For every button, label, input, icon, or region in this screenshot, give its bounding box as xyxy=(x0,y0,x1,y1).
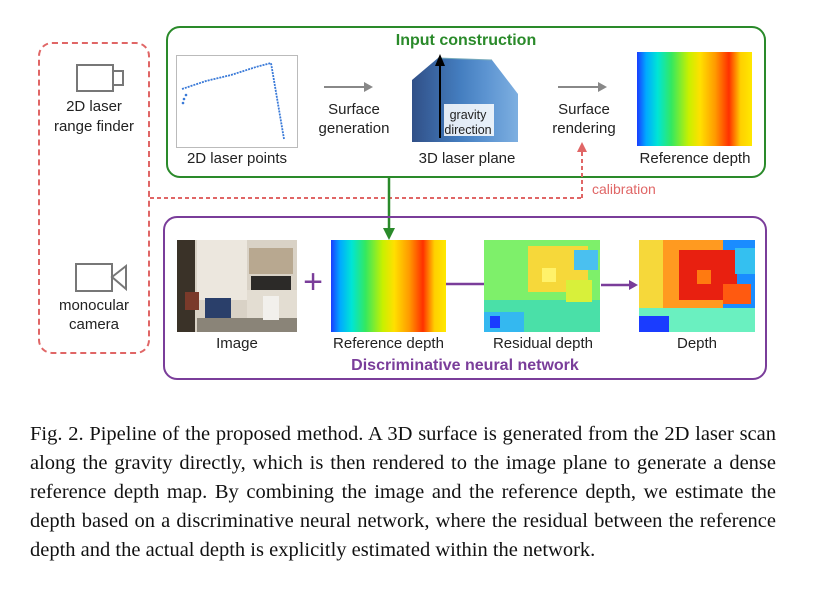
laser-plane-plot xyxy=(412,54,518,142)
image-label: Image xyxy=(216,335,258,352)
camera-label-1: monocular xyxy=(58,297,130,314)
sensor-group-box xyxy=(38,42,150,354)
surface-rendering-label-2: rendering xyxy=(552,120,616,137)
reference-depth-label-top: Reference depth xyxy=(639,150,751,167)
depth-map xyxy=(639,240,755,332)
plus-sign: + xyxy=(303,263,323,301)
gravity-label-2: direction xyxy=(444,123,492,137)
surface-generation-label-1: Surface xyxy=(328,101,380,118)
camera-label-2: camera xyxy=(68,316,120,333)
calibration-label: calibration xyxy=(592,181,656,197)
surface-rendering-arrow xyxy=(558,82,607,92)
camera-icon xyxy=(75,263,127,292)
figure-caption: Fig. 2. Pipeline of the proposed method.… xyxy=(30,423,776,561)
depth-label: Depth xyxy=(676,335,718,352)
reference-depth-map-top xyxy=(637,52,752,146)
laser-label-2: range finder xyxy=(53,118,135,135)
surface-rendering-label-1: Surface xyxy=(558,101,610,118)
reference-depth-label-bottom: Reference depth xyxy=(333,335,444,352)
laser-points-label: 2D laser points xyxy=(186,150,288,167)
residual-depth-map xyxy=(484,240,600,332)
network-box xyxy=(163,216,767,380)
laser-range-finder-icon xyxy=(76,64,124,92)
residual-depth-label: Residual depth xyxy=(492,335,594,352)
laser-label-1: 2D laser xyxy=(66,98,122,115)
connector-lines xyxy=(150,142,587,240)
surface-generation-label-2: generation xyxy=(318,120,390,137)
residual-connector xyxy=(446,282,486,286)
input-image xyxy=(177,240,297,332)
depth-arrow xyxy=(601,280,638,290)
network-title: Discriminative neural network xyxy=(351,357,579,374)
input-construction-title: Input construction xyxy=(395,32,537,49)
gravity-label-1: gravity xyxy=(449,108,487,122)
reference-depth-map-bottom xyxy=(331,240,446,332)
laser-points-plot xyxy=(176,55,298,148)
surface-generation-arrow xyxy=(324,82,373,92)
input-construction-box xyxy=(166,26,766,178)
laser-plane-label: 3D laser plane xyxy=(418,150,516,167)
